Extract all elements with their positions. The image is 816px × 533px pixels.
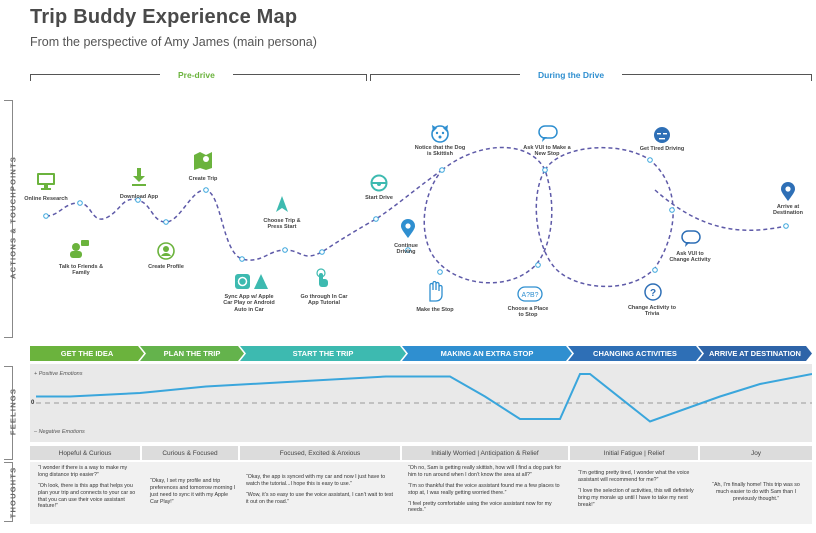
stage-plan-the-trip: PLAN THE TRIP xyxy=(140,346,244,361)
thought-4c: “I feel pretty comfortable using the voi… xyxy=(408,500,552,514)
thoughts-start-trip: “Okay, the app is synced with my car and… xyxy=(246,474,396,510)
thoughts-arrive: “Ah, I’m finally home! This trip was so … xyxy=(706,482,806,507)
thought-1a: “I wonder if there is a way to make my l… xyxy=(38,465,128,478)
node-label-choose-place: Choose a Place to Stop xyxy=(507,306,549,319)
speech-bubble-icon xyxy=(538,125,558,142)
tired-face-icon xyxy=(654,127,670,143)
location-pin-icon xyxy=(401,219,415,238)
thoughts-bracket xyxy=(4,462,13,522)
emotion-changing: Initial Fatigue | Relief xyxy=(570,446,698,460)
dog-icon xyxy=(431,125,449,143)
node-label-start-drive: Start Drive xyxy=(365,195,393,201)
pre-drive-label: Pre-drive xyxy=(160,70,233,80)
node-label-continue-driving: Continue Driving xyxy=(394,243,418,256)
monitor-icon xyxy=(37,173,55,190)
emotion-plan-trip: Curious & Focused xyxy=(142,446,238,460)
svg-text:A?B?: A?B? xyxy=(521,292,538,299)
car-play-icon xyxy=(235,274,268,289)
node-label-tutorial: Go through In Car App Tutorial xyxy=(300,294,348,307)
thought-4a: “Oh no, Sam is getting really skittish, … xyxy=(408,465,562,478)
speech-bubble-icon-2 xyxy=(681,230,701,247)
emotion-extra-stop: Initially Worried | Anticipation & Relie… xyxy=(402,446,568,460)
thought-2a: “Okay, I set my profile and trip prefere… xyxy=(150,478,236,505)
emotion-curve xyxy=(36,373,812,423)
hand-icon xyxy=(429,281,443,302)
profile-icon xyxy=(157,242,175,260)
emotion-arrive: Joy xyxy=(700,446,812,460)
node-label-create-trip: Create Trip xyxy=(188,176,218,182)
node-label-notice-dog: Notice that the Dog is Skittish xyxy=(414,145,466,158)
during-drive-label: During the Drive xyxy=(520,70,623,80)
stage-arrive: ARRIVE AT DESTINATION xyxy=(698,346,812,361)
stage-changing-activities: CHANGING ACTIVITIES xyxy=(568,346,702,361)
chat-people-icon xyxy=(70,240,89,258)
node-label-make-stop: Make the Stop xyxy=(416,307,454,313)
steering-wheel-icon xyxy=(370,174,388,192)
node-label-choose-trip: Choose Trip & Press Start xyxy=(263,218,301,231)
thoughts-plan-trip: “Okay, I set my profile and trip prefere… xyxy=(150,478,236,510)
thoughts-get-idea: “I wonder if there is a way to make my l… xyxy=(38,465,136,514)
node-label-online-research: Online Research xyxy=(24,196,68,202)
thought-5a: “I’m getting pretty tired, I wonder what… xyxy=(578,470,690,483)
download-icon xyxy=(132,168,146,186)
node-label-create-profile: Create Profile xyxy=(148,264,184,270)
feelings-side-label: FEELINGS xyxy=(8,387,18,436)
emotion-start-trip: Focused, Excited & Anxious xyxy=(240,446,400,460)
node-label-talk-friends: Talk to Friends & Family xyxy=(58,264,104,277)
node-label-download-app: Download App xyxy=(119,194,159,200)
node-label-arrive: Arrive at Destination xyxy=(773,204,803,217)
thought-3b: “Wow, it’s so easy to use the voice assi… xyxy=(246,491,394,505)
thoughts-extra-stop: “Oh no, Sam is getting really skittish, … xyxy=(408,465,564,518)
node-label-ask-vui-activity: Ask VUI to Change Activity xyxy=(669,251,711,264)
thought-4b: “I’m so thankful that the voice assistan… xyxy=(408,482,560,496)
thoughts-changing: “I’m getting pretty tired, I wonder what… xyxy=(578,470,694,512)
choice-bubble-icon: A?B? xyxy=(517,286,543,302)
question-icon: ? xyxy=(644,283,662,301)
page-subtitle: From the perspective of Amy James (main … xyxy=(30,35,317,49)
svg-text:?: ? xyxy=(650,288,656,299)
feelings-bracket xyxy=(4,366,13,460)
node-label-change-activity: Change Activity to Trivia xyxy=(627,305,677,318)
stage-get-the-idea: GET THE IDEA xyxy=(30,346,144,361)
thought-1b: “Oh look, there is this app that helps y… xyxy=(38,482,136,510)
emotion-chart xyxy=(36,373,812,423)
navigation-icon xyxy=(276,196,288,212)
destination-pin-icon xyxy=(781,182,795,201)
node-label-ask-vui-stop: Ask VUI to Make a New Stop xyxy=(523,145,571,158)
positive-emotions-label: + Positive Emotions xyxy=(34,371,83,377)
thoughts-area xyxy=(30,462,812,524)
stage-extra-stop: MAKING AN EXTRA STOP xyxy=(402,346,572,361)
actions-bracket xyxy=(4,100,13,338)
map-pin-icon xyxy=(194,152,212,170)
stage-start-the-trip: START THE TRIP xyxy=(240,346,406,361)
node-label-sync-app: Sync App w/ Apple Car Play or Android Au… xyxy=(223,294,275,313)
negative-emotions-label: – Negative Emotions xyxy=(34,429,85,435)
zero-label: 0 xyxy=(31,400,35,406)
thought-3a: “Okay, the app is synced with my car and… xyxy=(246,474,386,487)
tap-icon xyxy=(316,268,328,287)
thought-6a: “Ah, I’m finally home! This trip was so … xyxy=(712,482,800,502)
emotion-get-idea: Hopeful & Curious xyxy=(30,446,140,460)
thought-5b: “I love the selection of activities, thi… xyxy=(578,487,694,508)
thoughts-side-label: THOUGHTS xyxy=(8,466,18,519)
node-label-get-tired: Get Tired Driving xyxy=(639,146,685,152)
page-title: Trip Buddy Experience Map xyxy=(30,6,298,28)
journey-path xyxy=(43,146,789,288)
